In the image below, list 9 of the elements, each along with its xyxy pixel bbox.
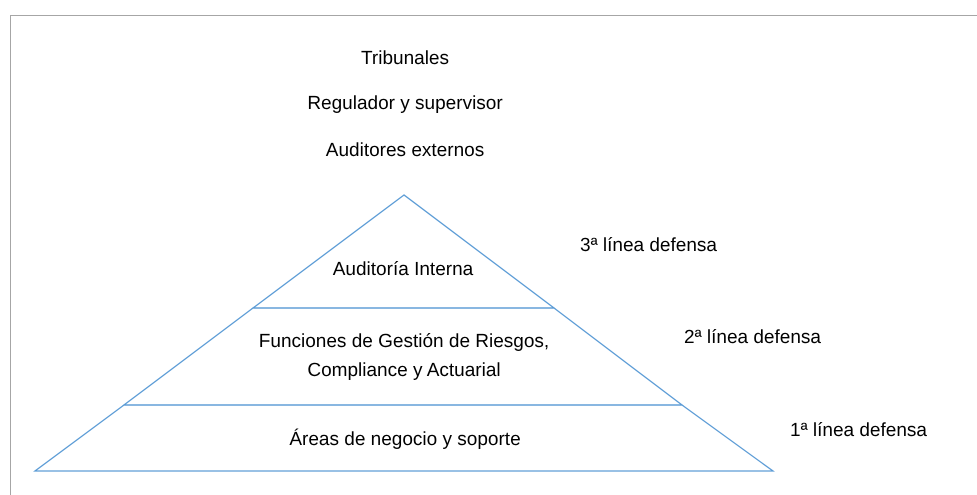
band-label: Auditoría Interna (332, 258, 474, 282)
band-label: Funciones de Gestión de Riesgos, Compliance y Actuarial (258, 330, 550, 383)
oversight-label: Tribunales (361, 48, 449, 70)
band-label: Áreas de negocio y soporte (288, 428, 522, 452)
defense-line-label: 2ª línea defensa (684, 327, 821, 349)
defense-line-label: 1ª línea defensa (790, 420, 927, 442)
oversight-label: Regulador y supervisor (307, 93, 503, 115)
defense-line-label: 3ª línea defensa (580, 235, 717, 257)
oversight-label: Auditores externos (326, 140, 484, 162)
